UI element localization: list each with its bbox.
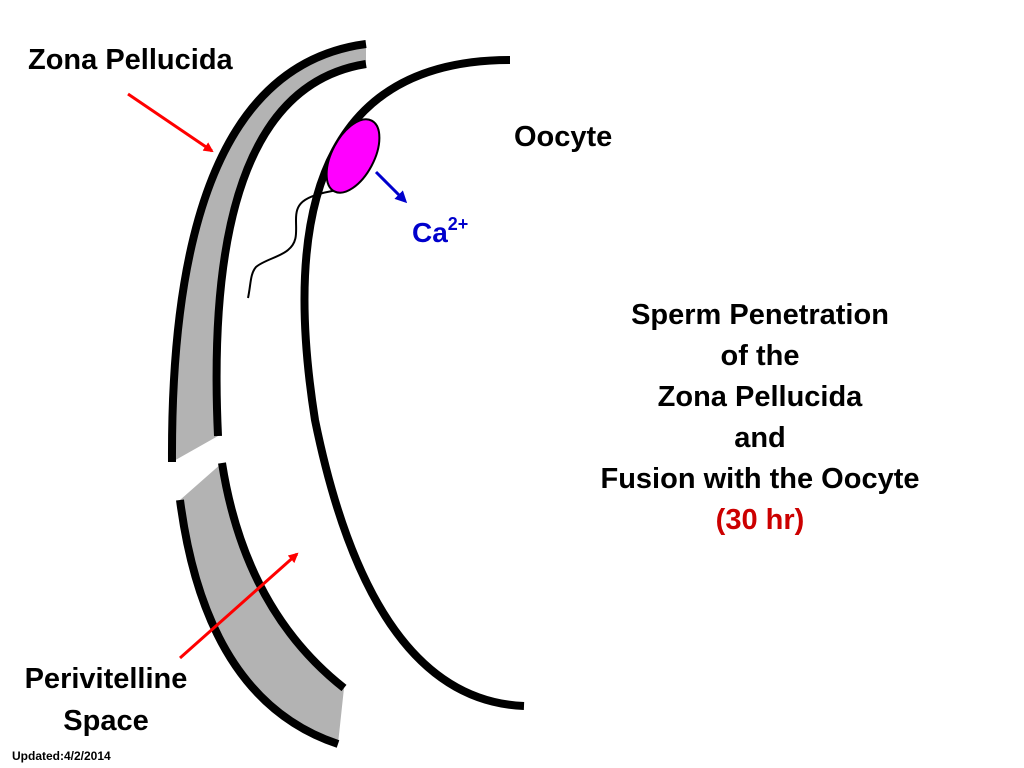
zona-pellucida-upper <box>171 44 366 462</box>
perivitelline-label-line1: Perivitelline <box>24 663 188 695</box>
updated-date: Updated:4/2/2014 <box>12 749 111 763</box>
title-timing: (30 hr) <box>715 504 805 536</box>
title-line-5: Fusion with the Oocyte <box>600 463 920 495</box>
calcium-release-arrow <box>374 170 408 204</box>
zona-pellucida-label: Zona Pellucida <box>28 44 233 76</box>
slide-title: Sperm Penetration of the Zona Pellucida … <box>560 295 960 541</box>
oocyte-label: Oocyte <box>514 121 613 153</box>
zona-pellucida-lower <box>180 463 344 744</box>
title-line-1: Sperm Penetration <box>631 299 889 331</box>
calcium-label: Ca2+ <box>412 214 468 249</box>
title-line-2: of the <box>720 340 800 372</box>
zona-outer-boundary-upper <box>167 40 367 463</box>
calcium-charge: 2+ <box>447 214 469 234</box>
title-line-4: and <box>734 422 786 454</box>
sperm-tail <box>247 189 339 299</box>
perivitelline-space-label: Perivitelline Space <box>8 658 204 742</box>
oocyte-membrane <box>300 56 525 710</box>
sperm-head <box>325 118 381 194</box>
perivitelline-label-line2: Space <box>63 705 149 737</box>
zona-pellucida-pointer-arrow <box>127 92 214 153</box>
title-line-3: Zona Pellucida <box>657 381 863 413</box>
zona-outer-boundary-lower <box>176 499 340 748</box>
perivitelline-space-pointer-arrow <box>179 552 299 660</box>
zona-inner-boundary-upper <box>212 60 367 437</box>
calcium-symbol: Ca <box>412 217 448 248</box>
zona-inner-boundary-lower <box>218 462 347 692</box>
